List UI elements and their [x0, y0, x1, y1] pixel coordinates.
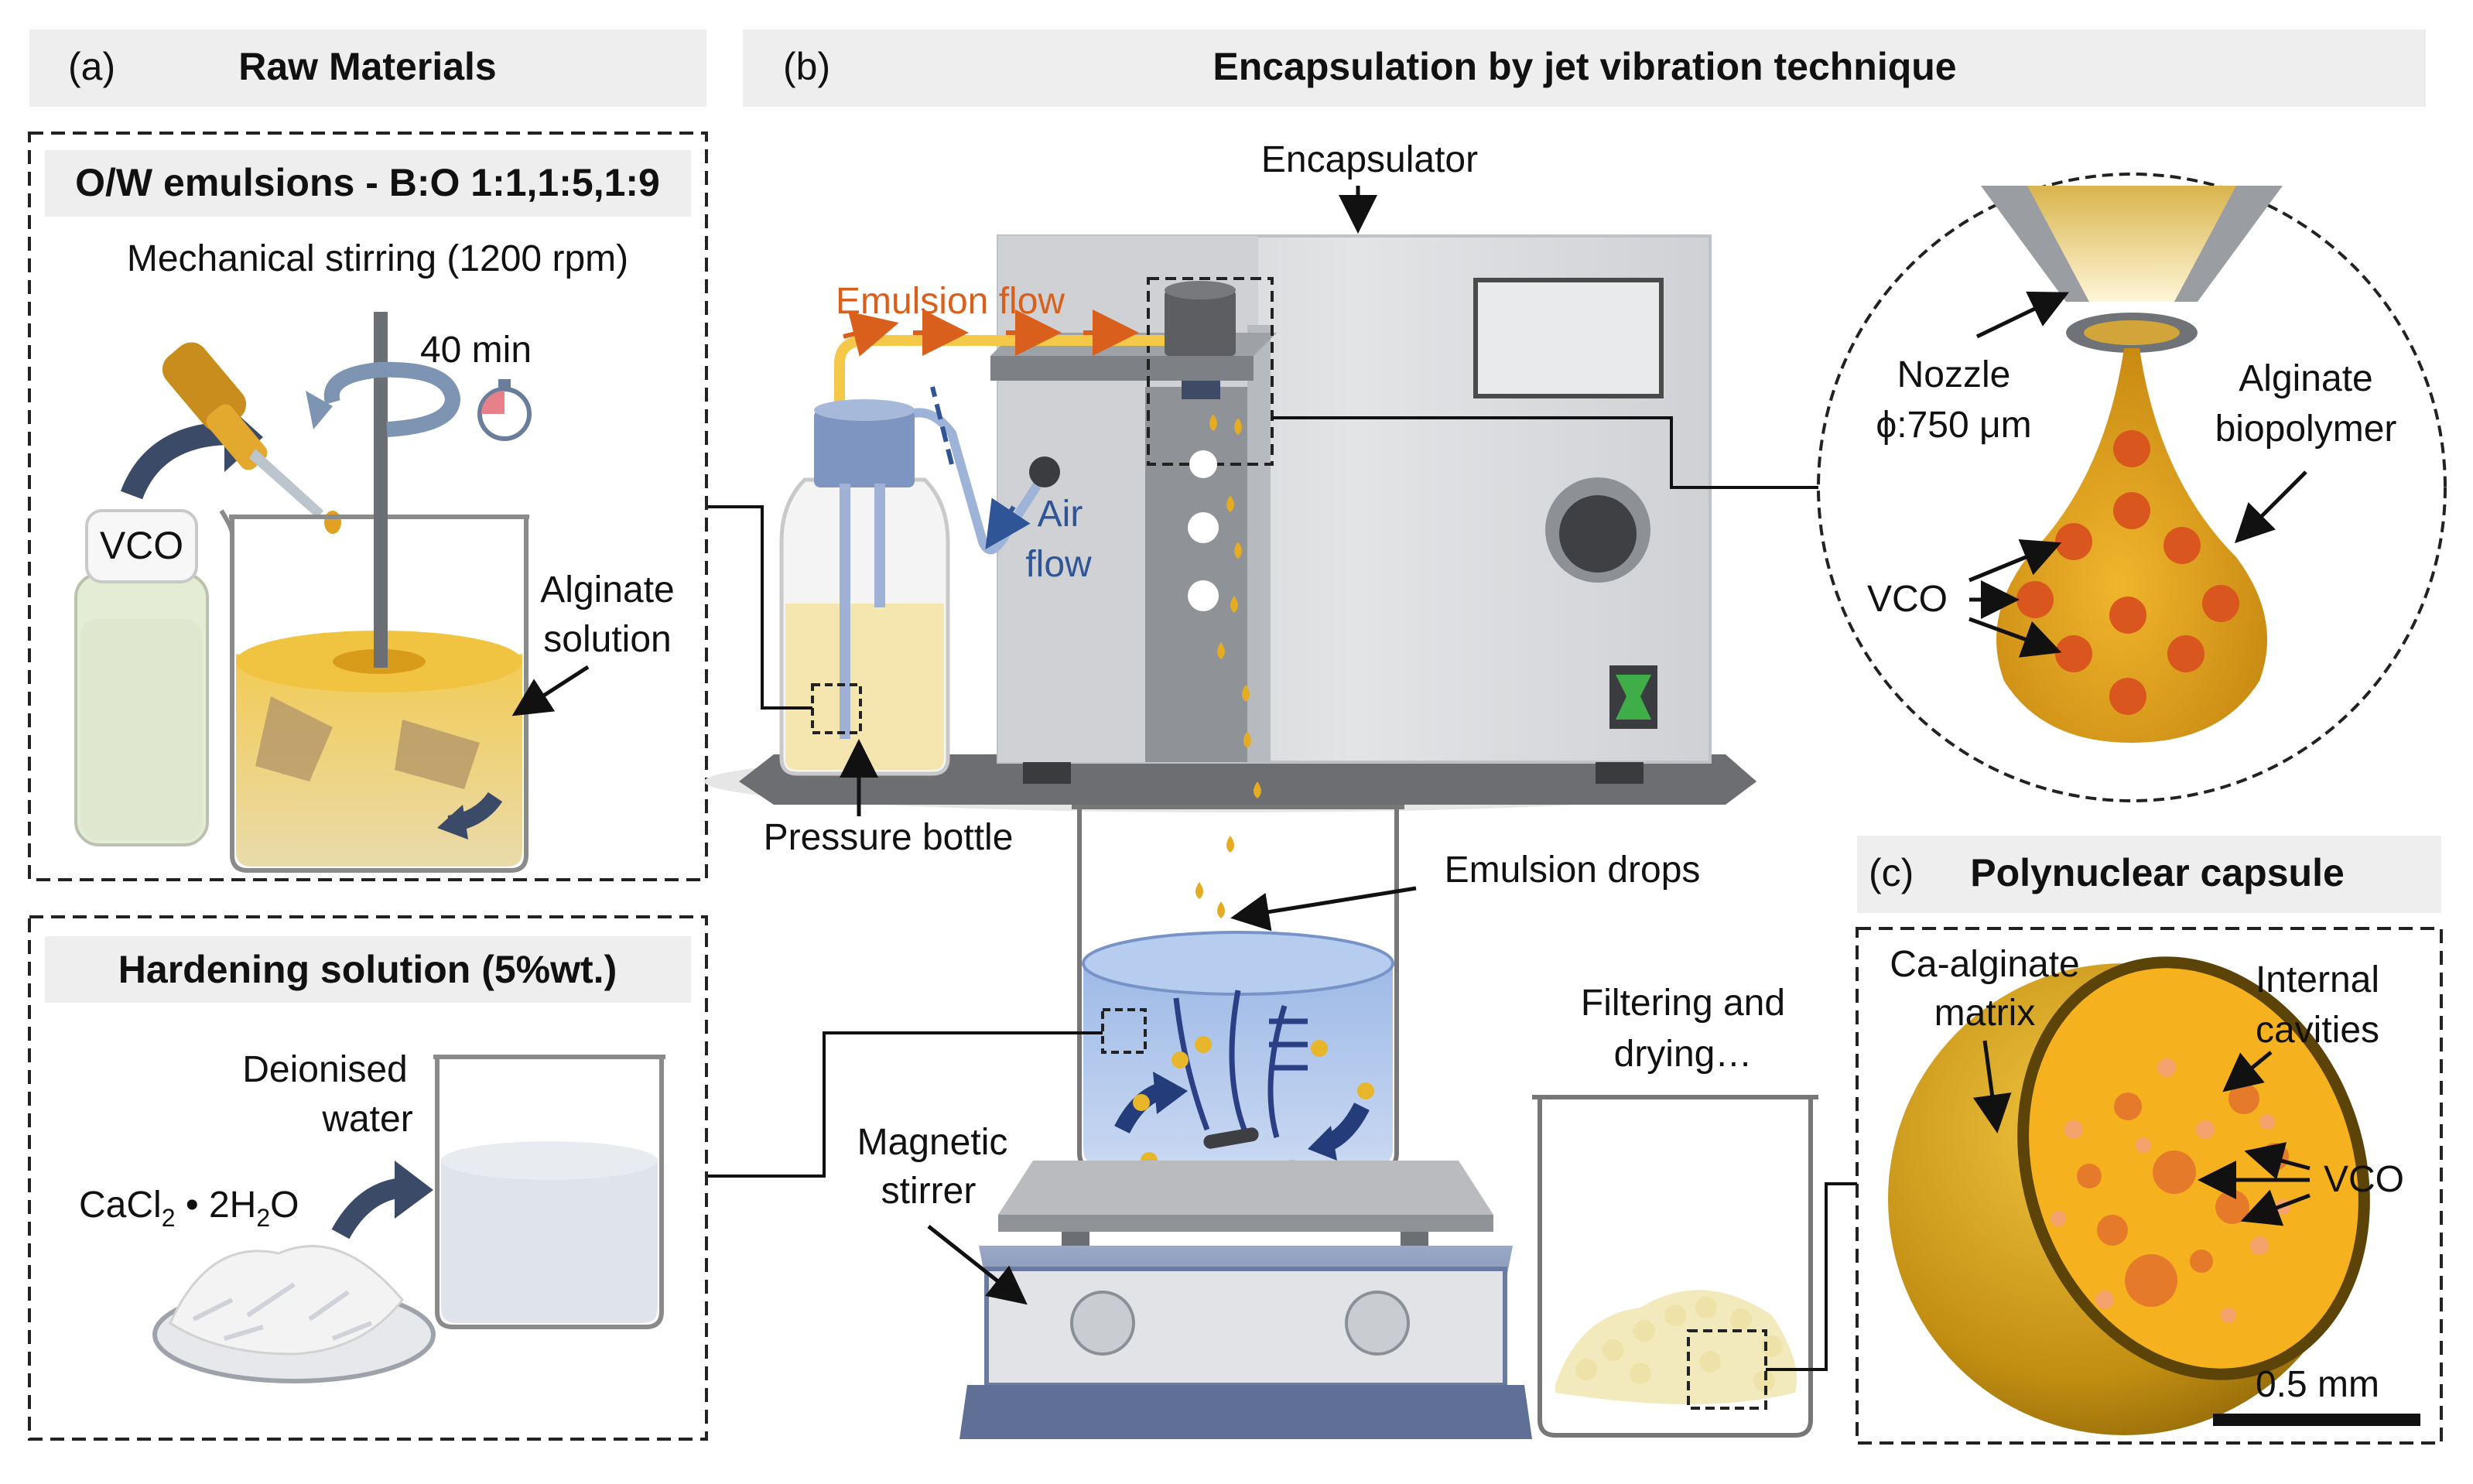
ca-alginate-label-2: matrix — [1934, 993, 2036, 1034]
filtering-label-1: Filtering and — [1581, 983, 1785, 1024]
alginate-solution-label-2: solution — [543, 619, 671, 660]
scale-bar — [2213, 1414, 2420, 1426]
machine-display — [1473, 278, 1664, 398]
salt-transfer-arrow — [331, 1178, 404, 1240]
cacl2-mid: • 2H — [175, 1185, 256, 1226]
scale-bar-label: 0.5 mm — [2256, 1364, 2379, 1405]
emulsion-box — [28, 132, 708, 881]
panel-a-title: Raw Materials — [238, 45, 496, 88]
capsule-box — [1856, 927, 2443, 1445]
air-flow-label-2: flow — [1025, 544, 1092, 585]
filtering-label-2: drying… — [1614, 1034, 1753, 1075]
internal-cavities-label-1: Internal — [2256, 959, 2379, 1000]
emulsion-box-title: O/W emulsions - B:O 1:1,1:5,1:9 — [75, 161, 660, 204]
air-flow-label-1: Air — [1038, 494, 1083, 535]
internal-cavities-pointer — [2222, 1051, 2273, 1092]
water-beaker — [433, 1055, 665, 1329]
cacl2-sub-2: 2 — [256, 1204, 270, 1232]
nozzle-callout-line — [1272, 416, 1834, 489]
pressure-bottle-label: Pressure bottle — [764, 817, 1014, 858]
panel-a-letter: (a) — [68, 45, 115, 88]
magnetic-stirrer-label-1: Magnetic — [857, 1122, 1008, 1163]
capsules-zoom-box — [1687, 1329, 1767, 1410]
deionised-water-label-1: Deionised — [242, 1049, 407, 1090]
rotation-arrow-icon — [323, 361, 461, 437]
hardening-box — [28, 915, 708, 1441]
stirrer-rod — [374, 312, 388, 668]
panel-b-header — [743, 29, 2426, 107]
emulsion-flow-arrows — [843, 309, 1139, 357]
dropper-icon — [162, 342, 341, 534]
vco-bottle-label: VCO — [100, 524, 183, 567]
cacl2-sub-1: 2 — [162, 1204, 176, 1232]
vco-transfer-arrow — [120, 422, 233, 500]
alginate-biopolymer-pointer — [2234, 470, 2307, 544]
bottle-callout-line — [708, 505, 812, 710]
bench-base — [739, 754, 1756, 805]
ca-alginate-pointer — [1972, 1040, 2012, 1134]
deionised-water-label-2: water — [321, 1099, 412, 1140]
time-label: 40 min — [420, 330, 532, 371]
magnetic-stirrer-label-2: stirrer — [881, 1171, 977, 1212]
cacl2-base: CaCl — [79, 1185, 162, 1226]
vco-bottle: VCO — [74, 509, 209, 846]
capsule-vco-label: VCO — [2324, 1159, 2404, 1200]
air-inlet — [1029, 456, 1060, 487]
encapsulator-label: Encapsulator — [1261, 139, 1478, 180]
pressure-bottle — [779, 399, 950, 776]
filtering-beaker — [1532, 1095, 1818, 1438]
nozzle-zoom-circle — [1817, 173, 2447, 802]
panel-c-header — [1857, 836, 2441, 913]
internal-cavities-label-2: cavities — [2256, 1010, 2379, 1051]
cacl2-label: CaCl2 • 2H2O — [79, 1185, 299, 1232]
ca-alginate-label-1: Ca-alginate — [1890, 944, 2079, 985]
panel-b-letter: (b) — [783, 45, 830, 88]
panel-a: (a) Raw Materials O/W emulsions - B:O 1:… — [28, 29, 708, 1441]
panel-c-title: Polynuclear capsule — [1970, 851, 2345, 894]
emulsion-drops-pointer — [1230, 886, 1417, 932]
stir-bar — [1203, 1127, 1259, 1149]
hardening-beaker — [1072, 805, 1404, 1177]
stirring-label: Mechanical stirring (1200 rpm) — [127, 238, 628, 279]
beaker-zoom-box — [1101, 1008, 1147, 1054]
magnetic-stirrer — [959, 1161, 1532, 1439]
alginate-solution-pointer — [511, 665, 590, 716]
air-flow-arrows — [930, 386, 1014, 542]
alginate-biopolymer-label-2: biopolymer — [2215, 409, 2397, 450]
panel-c-letter: (c) — [1869, 851, 1914, 894]
nozzle-head — [1165, 290, 1236, 356]
panel-b-title: Encapsulation by jet vibration technique — [1213, 45, 1956, 88]
petri-dish — [152, 1245, 436, 1383]
panel-c: (c) Polynuclear capsule — [1856, 836, 2443, 1445]
panel-a-header — [29, 29, 706, 107]
hardening-box-title: Hardening solution (5%wt.) — [118, 948, 617, 991]
capsule-callout-line — [1766, 1182, 1857, 1371]
emulsion-drops-label: Emulsion drops — [1445, 850, 1701, 891]
nozzle-label-2: ϕ:750 μm — [1876, 405, 2031, 446]
zoom-vco-label: VCO — [1867, 579, 1948, 620]
stopwatch-icon — [477, 379, 532, 441]
panel-b: (b) Encapsulation by jet vibration techn… — [704, 29, 2447, 1439]
alginate-biopolymer-label-1: Alginate — [2239, 358, 2372, 399]
hardening-box-header — [45, 936, 691, 1003]
emulsion-box-header — [45, 150, 691, 217]
encapsulator-machine — [990, 234, 1712, 784]
alginate-solution-label-1: Alginate — [540, 569, 674, 610]
emulsion-flow-label: Emulsion flow — [836, 281, 1065, 322]
beaker-callout-line — [708, 1031, 1103, 1178]
nozzle-label-1: Nozzle — [1897, 354, 2011, 395]
nozzle-pointer — [1975, 291, 2070, 339]
cacl2-end: O — [270, 1185, 299, 1226]
nozzle-zoom-box — [1147, 277, 1274, 466]
magnetic-stirrer-pointer — [927, 1225, 1028, 1305]
